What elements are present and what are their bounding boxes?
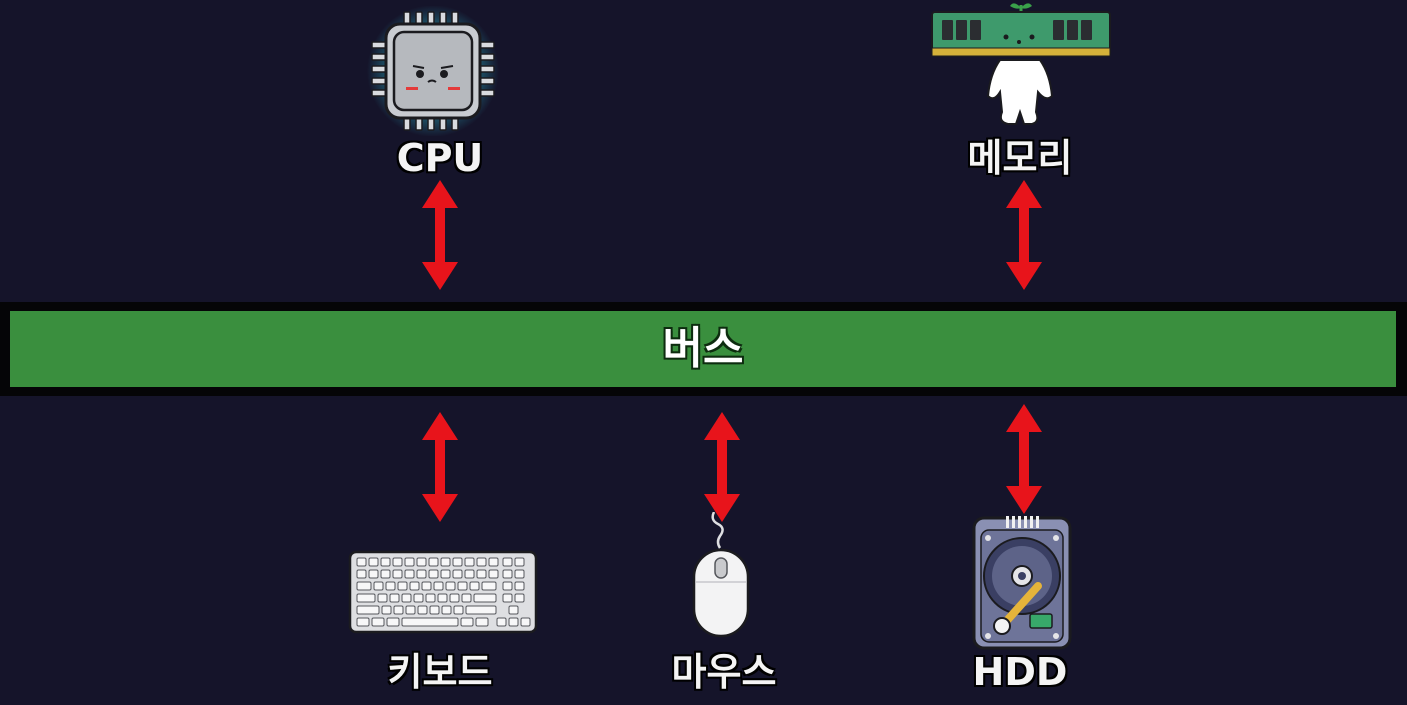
bus-label: 버스 [663,324,744,374]
keyboard-label: 키보드 [320,650,560,694]
mouse-icon [688,512,754,640]
mouse-bus-arrow [702,412,742,522]
hdd-bus-arrow [1004,404,1044,514]
cpu-chip-icon [366,6,500,136]
keyboard-bus-arrow [420,412,460,522]
ram-stick-icon [928,0,1114,130]
hard-disk-icon [972,514,1072,650]
keyboard-icon [348,550,538,634]
system-bus: 버스 [10,311,1396,387]
mouse-label: 마우스 [604,650,844,694]
memory-bus-arrow [1004,180,1044,290]
hdd-label: HDD [900,650,1140,694]
cpu-label: CPU [320,136,560,180]
cpu-bus-arrow [420,180,460,290]
memory-label: 메모리 [900,136,1140,180]
